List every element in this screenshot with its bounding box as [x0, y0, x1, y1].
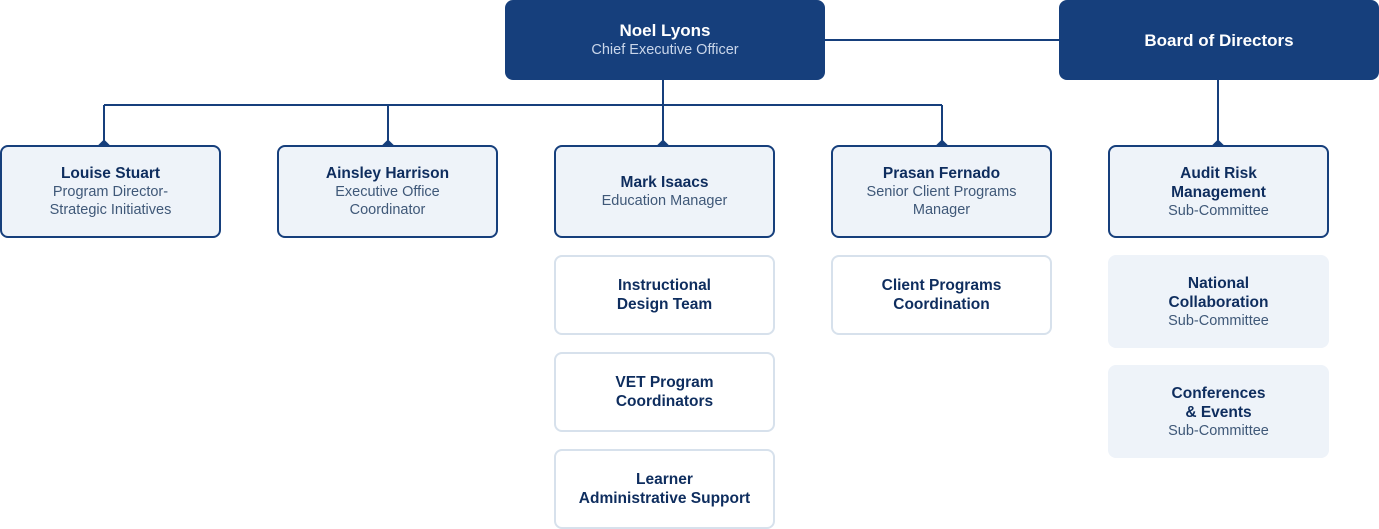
manager-role: Executive Office Coordinator [335, 184, 440, 218]
team-box-instructional-design: Instructional Design Team [554, 255, 775, 335]
committee-type: Sub-Committee [1168, 422, 1269, 439]
committee-name: National Collaboration [1168, 274, 1269, 311]
ceo-name: Noel Lyons [619, 21, 711, 40]
team-name: VET Program Coordinators [615, 374, 714, 410]
manager-name: Louise Stuart [60, 165, 161, 182]
team-name: Client Programs Coordination [881, 277, 1002, 313]
manager-name: Ainsley Harrison [325, 165, 450, 182]
manager-role: Education Manager [601, 193, 728, 209]
ceo-role: Chief Executive Officer [591, 42, 739, 58]
manager-box-prasan-fernado: Prasan Fernado Senior Client Programs Ma… [831, 145, 1052, 238]
committee-name: Conferences & Events [1171, 384, 1266, 421]
team-name: Learner Administrative Support [578, 471, 751, 507]
board-name: Board of Directors [1144, 30, 1294, 50]
manager-box-mark-isaacs: Mark Isaacs Education Manager [554, 145, 775, 238]
team-box-vet-program: VET Program Coordinators [554, 352, 775, 432]
manager-role: Program Director- Strategic Initiatives [49, 184, 172, 218]
team-name: Instructional Design Team [616, 277, 713, 313]
committee-type: Sub-Committee [1168, 312, 1269, 329]
ceo-box: Noel Lyons Chief Executive Officer [505, 0, 825, 80]
manager-box-louise-stuart: Louise Stuart Program Director- Strategi… [0, 145, 221, 238]
committee-box-conferences-events: Conferences & Events Sub-Committee [1108, 365, 1329, 458]
manager-box-ainsley-harrison: Ainsley Harrison Executive Office Coordi… [277, 145, 498, 238]
manager-name: Prasan Fernado [882, 165, 1001, 182]
manager-role: Senior Client Programs Manager [866, 184, 1017, 218]
committee-box-audit-risk: Audit Risk Management Sub-Committee [1108, 145, 1329, 238]
manager-name: Mark Isaacs [620, 174, 709, 191]
committee-name: Audit Risk Management [1171, 164, 1266, 201]
board-box: Board of Directors [1059, 0, 1379, 80]
team-box-client-programs: Client Programs Coordination [831, 255, 1052, 335]
committee-box-national-collaboration: National Collaboration Sub-Committee [1108, 255, 1329, 348]
committee-type: Sub-Committee [1168, 202, 1269, 219]
team-box-learner-support: Learner Administrative Support [554, 449, 775, 529]
board-committee-connector [1212, 79, 1224, 151]
ceo-managers-connector [98, 79, 948, 151]
